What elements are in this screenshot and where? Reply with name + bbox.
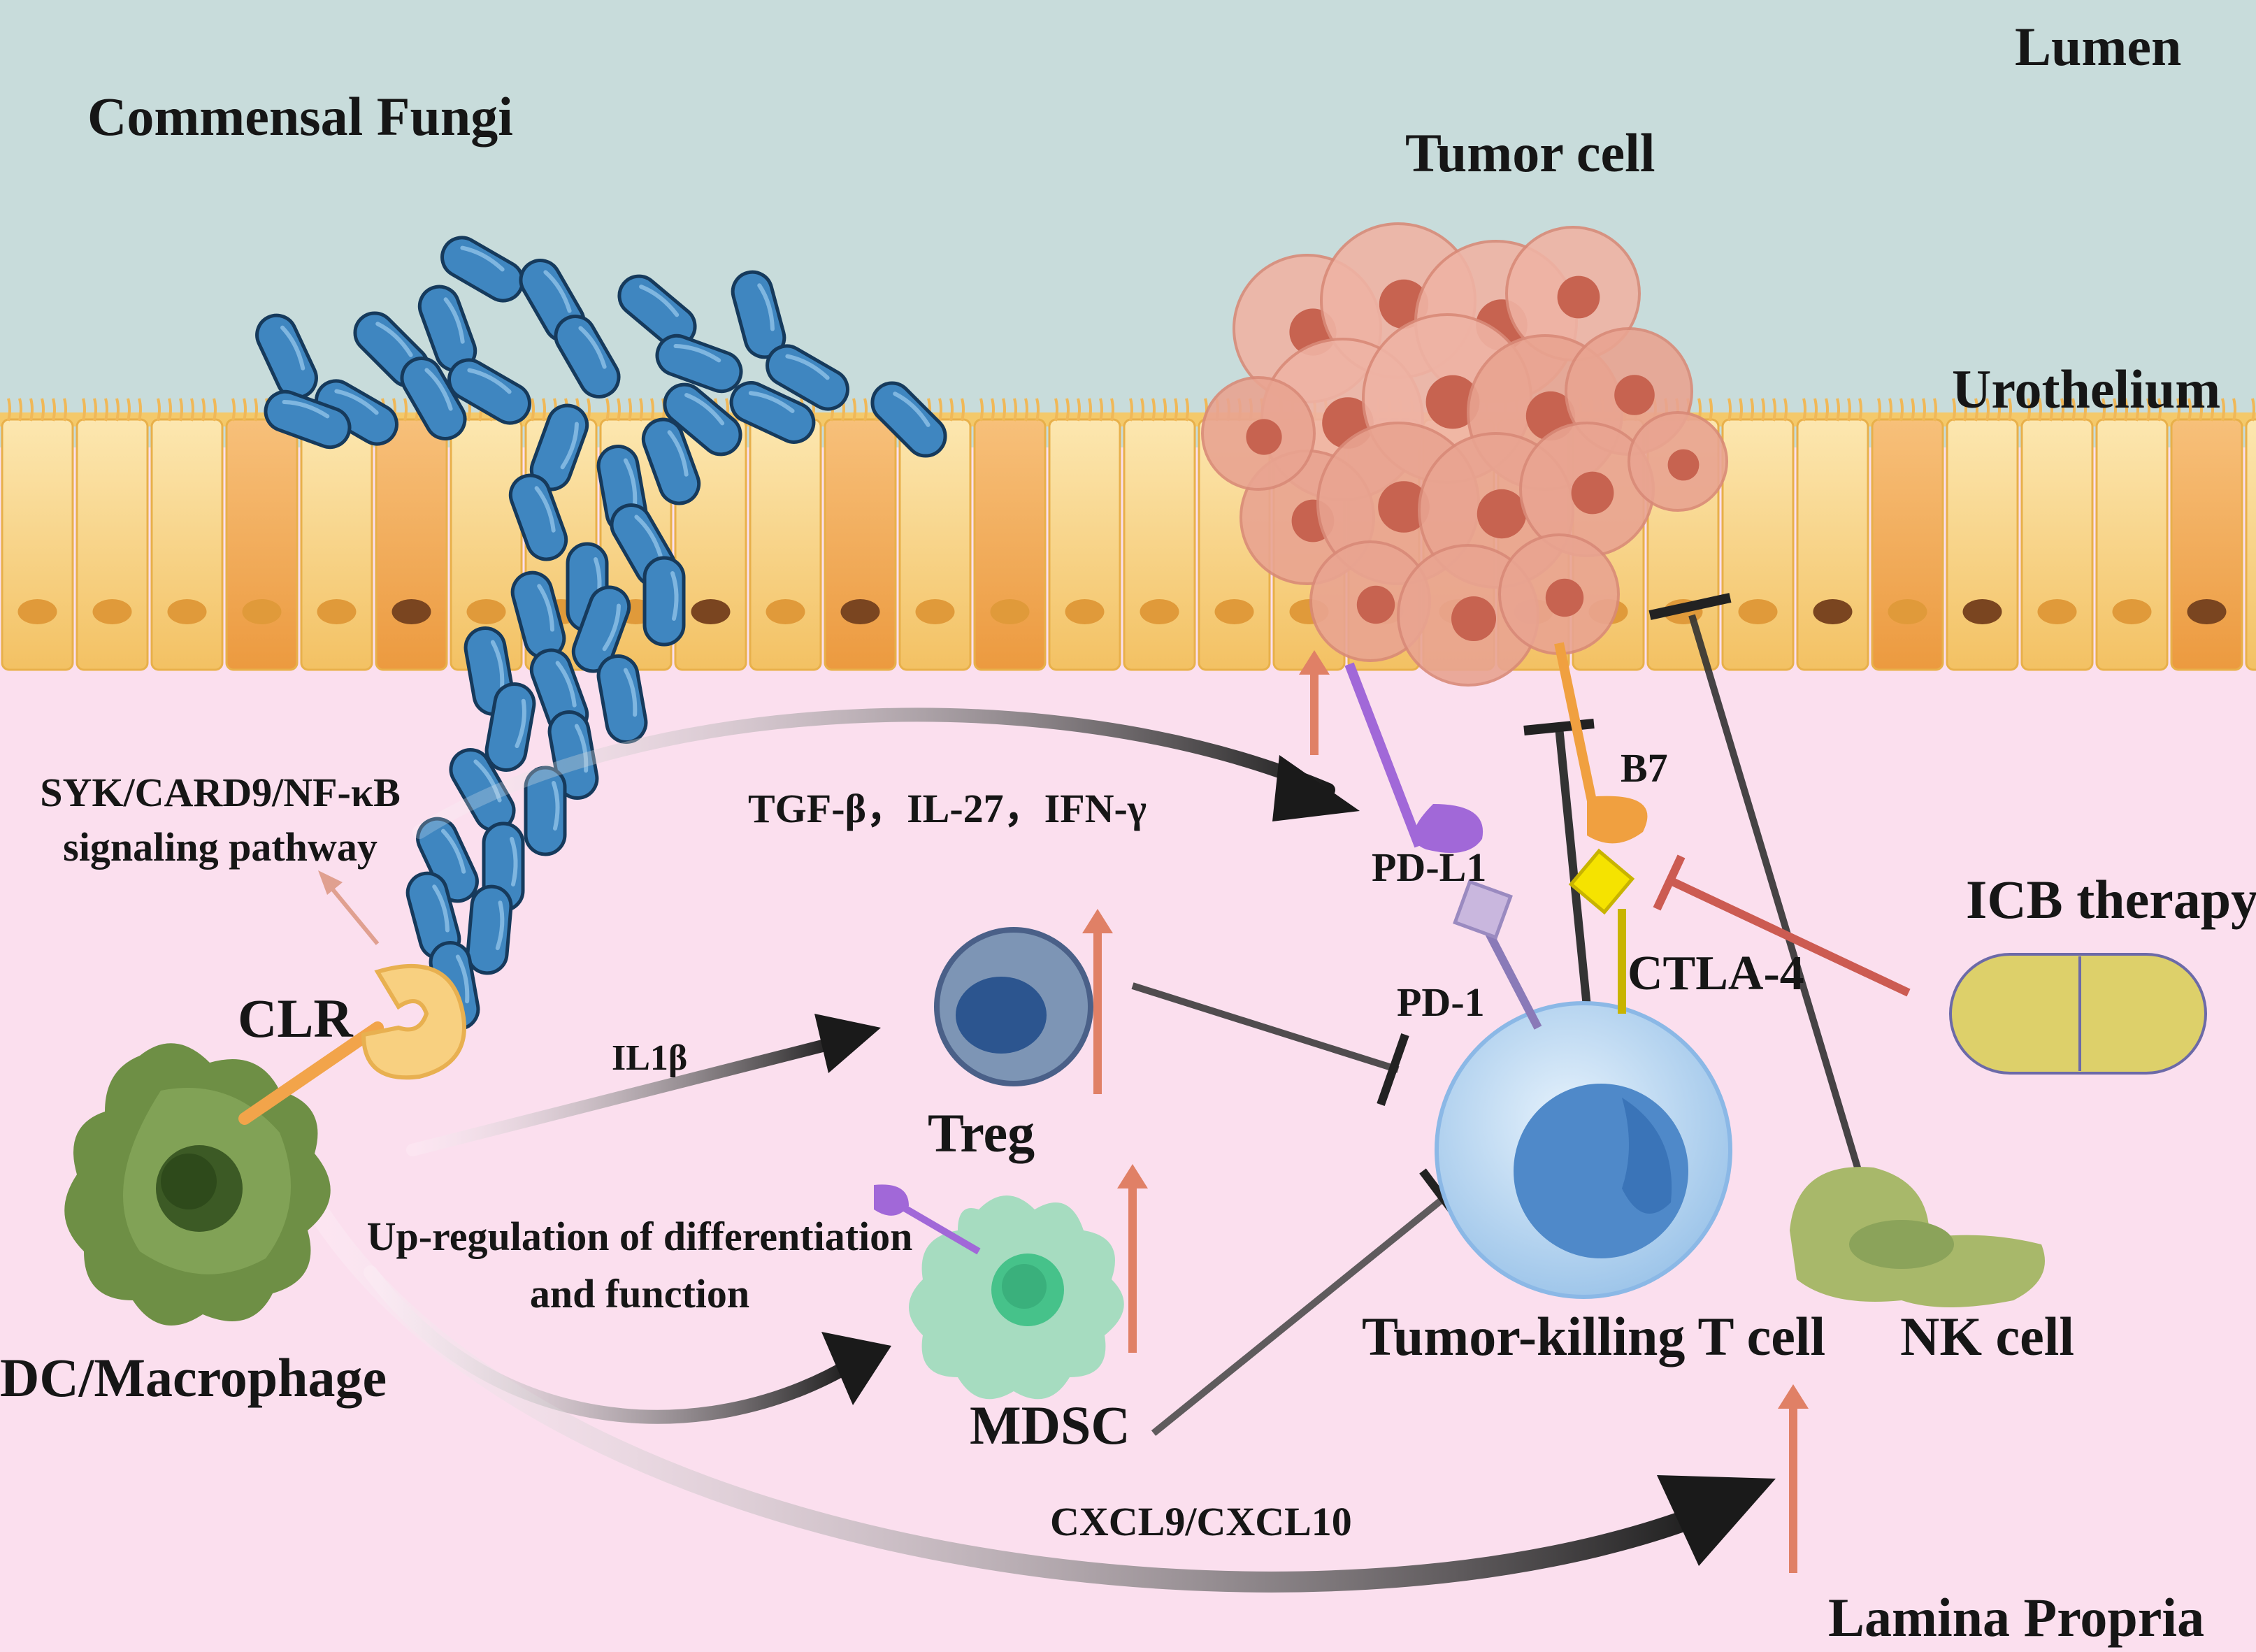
syk-pathway-label: SYK/CARD9/NF-κB signaling pathway (31, 773, 409, 868)
upregulation-line1: Up-regulation of differentiation (366, 1214, 913, 1259)
inhibit-nk-tumor (1648, 593, 1863, 1176)
commensal-fungi-chain (255, 236, 947, 1030)
inhibit-icb-ctla4 (1653, 854, 1911, 997)
urothelial-cell (1871, 398, 1944, 671)
lamina-propria-region (0, 643, 2256, 1652)
pd1-pdl1-complex (1344, 662, 1542, 1030)
cytokines-label: TGF-β，IL-27，IFN-γ (748, 786, 1147, 831)
upregulation-arrows (1082, 650, 1809, 1573)
urothelial-cell (1048, 398, 1121, 671)
syk-pathway-line1: SYK/CARD9/NF-κB (40, 770, 401, 815)
cxcl-label: CXCL9/CXCL10 (1050, 1499, 1352, 1544)
urothelial-cell (76, 398, 149, 671)
lumen-label: Lumen (2015, 16, 2182, 77)
urothelial-cell (150, 398, 224, 671)
nk-cell-label: NK cell (1900, 1306, 2075, 1367)
clr-receptor (361, 963, 466, 1080)
mdsc-cell (874, 1184, 1124, 1400)
b7-label: B7 (1621, 745, 1668, 791)
treg-cell (934, 927, 1093, 1086)
icb-therapy-capsule (1949, 953, 2207, 1075)
urothelial-cell (2095, 398, 2169, 671)
il1b-label: IL1β (612, 1038, 688, 1078)
urothelial-cell (973, 398, 1047, 671)
pd1-label: PD-1 (1397, 979, 1485, 1025)
icb-therapy-label: ICB therapy (1966, 869, 2256, 930)
urothelial-cell (824, 398, 897, 671)
tcell-label: Tumor-killing T cell (1362, 1306, 1826, 1367)
inhibit-tcell-tumor (1523, 719, 1595, 1007)
urothelial-cell (1, 398, 74, 671)
dc-macrophage-cell (64, 1021, 384, 1326)
arrow-il1b (406, 1014, 881, 1156)
tumor-cell-cluster (1201, 222, 1728, 687)
upregulation-label: Up-regulation of differentiation and fun… (353, 1216, 926, 1314)
mdsc-label: MDSC (970, 1395, 1130, 1456)
dc-macrophage-label: DC/Macrophage (0, 1347, 387, 1408)
urothelial-cell (225, 398, 299, 671)
urothelial-cell (300, 398, 373, 671)
urothelial-cell (2245, 398, 2256, 671)
syk-pathway-line2: signaling pathway (63, 824, 378, 870)
treg-label: Treg (928, 1102, 1035, 1163)
urothelial-cell (375, 398, 448, 671)
urothelial-cell (1123, 398, 1196, 671)
nk-cell (1790, 1167, 2045, 1307)
arrow-syk-pathway (318, 870, 380, 945)
lumen-region (0, 0, 2256, 447)
lamina-propria-label: Lamina Propria (1828, 1587, 2205, 1648)
tumor-killing-t-cell (1435, 1001, 1732, 1299)
tumor-cell-label: Tumor cell (1405, 122, 1655, 183)
urothelial-cell (1721, 398, 1795, 671)
urothelial-cell (1796, 398, 1869, 671)
urothelium-label: Urothelium (1952, 359, 2221, 419)
urothelial-cell (2020, 398, 2094, 671)
ctla4-b7-complex (1554, 642, 1648, 1014)
clr-label: CLR (238, 988, 353, 1049)
urothelial-cell (2170, 398, 2243, 671)
pdl1-label: PD-L1 (1372, 845, 1487, 890)
urothelial-cell (1946, 398, 2019, 671)
ctla4-label: CTLA-4 (1628, 947, 1804, 1000)
inhibit-treg-tcell (1131, 982, 1409, 1106)
arrow-cytokines (412, 708, 1360, 839)
arrow-cxcl (311, 1206, 1776, 1593)
upregulation-line2: and function (529, 1271, 750, 1316)
commensal-fungi-label: Commensal Fungi (87, 86, 513, 147)
